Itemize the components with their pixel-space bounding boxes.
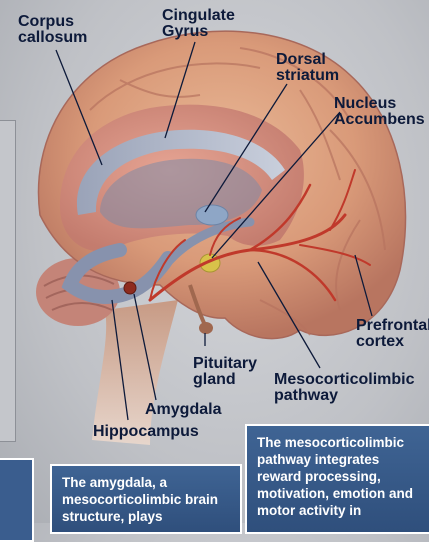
- label-pituitary-gland: Pituitary gland: [193, 356, 257, 388]
- label-hippocampus: Hippocampus: [93, 424, 199, 440]
- label-dorsal-striatum: Dorsal striatum: [276, 52, 339, 84]
- dorsal-striatum: [196, 205, 228, 225]
- label-mesocorticolimbic-pathway: Mesocorticolimbic pathway: [274, 372, 414, 404]
- label-nucleus-accumbens: Nucleus Accumbens: [334, 96, 425, 128]
- caption-pathway: The mesocorticolimbic pathway integrates…: [245, 424, 429, 534]
- pituitary-gland: [199, 322, 213, 334]
- amygdala: [124, 282, 136, 294]
- label-corpus-callosum: Corpus callosum: [18, 14, 87, 46]
- label-prefrontal-cortex: Prefrontal cortex: [356, 318, 429, 350]
- brain-diagram: Corpus callosum Cingulate Gyrus Dorsal s…: [0, 0, 429, 523]
- label-cingulate-gyrus: Cingulate Gyrus: [162, 8, 235, 40]
- label-amygdala: Amygdala: [145, 402, 221, 418]
- caption-amygdala: The amygdala, a mesocorticolimbic brain …: [50, 464, 242, 534]
- edge-caption-box: [0, 458, 34, 542]
